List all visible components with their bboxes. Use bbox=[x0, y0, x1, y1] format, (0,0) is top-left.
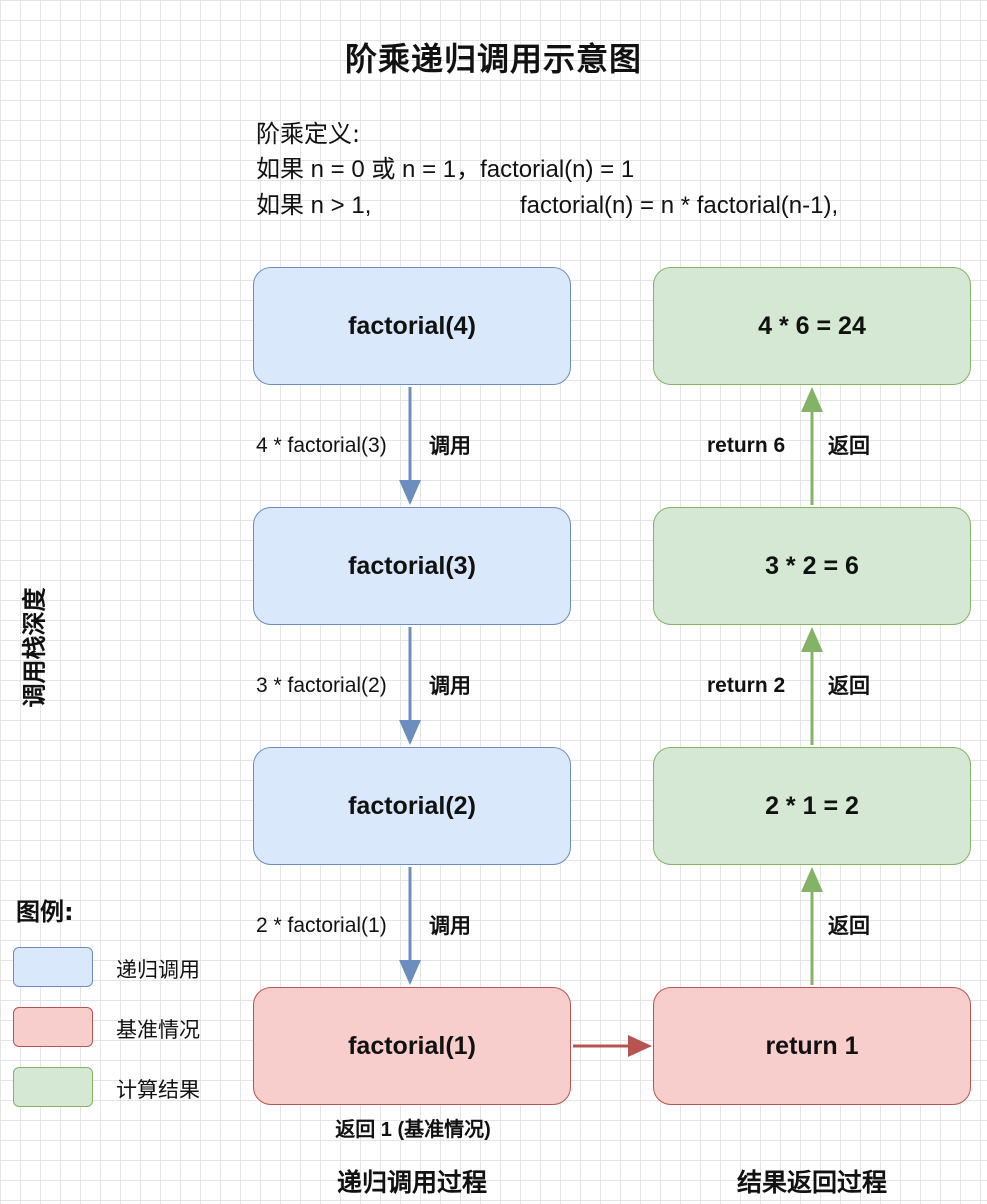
call-arrow bbox=[399, 627, 421, 745]
base-case-node: factorial(1) bbox=[253, 987, 571, 1105]
definition-heading: 阶乘定义: bbox=[256, 120, 361, 148]
base-case-arrow bbox=[573, 1035, 652, 1057]
call-tag-label: 调用 bbox=[429, 914, 471, 938]
definition-line-base: 如果 n = 0 或 n = 1，factorial(n) = 1 bbox=[256, 152, 838, 188]
return-tag-label: 返回 bbox=[828, 434, 870, 458]
recursion-column-caption: 递归调用过程 bbox=[336, 1168, 487, 1197]
legend-swatch-result bbox=[13, 1067, 93, 1107]
legend-swatch-call bbox=[13, 947, 93, 987]
stack-depth-axis-label: 调用栈深度 bbox=[12, 577, 52, 717]
call-tag-label: 调用 bbox=[429, 434, 471, 458]
legend-label-base: 基准情况 bbox=[116, 1018, 200, 1042]
return-arrow bbox=[801, 867, 823, 985]
diagram-title: 阶乘递归调用示意图 bbox=[344, 40, 642, 78]
results-column-caption: 结果返回过程 bbox=[736, 1168, 887, 1197]
call-arrow bbox=[399, 867, 421, 985]
return-tag-label: 返回 bbox=[828, 914, 870, 938]
call-node-factorial-4: factorial(4) bbox=[253, 267, 571, 385]
return-tag-label: 返回 bbox=[828, 674, 870, 698]
factorial-definition: 阶乘定义: 如果 n = 0 或 n = 1，factorial(n) = 1 … bbox=[256, 116, 838, 224]
result-node-6: 3 * 2 = 6 bbox=[653, 507, 971, 625]
call-expression-label: 2 * factorial(1) bbox=[256, 914, 387, 937]
legend-label-result: 计算结果 bbox=[116, 1078, 200, 1102]
definition-base-condition: 如果 n = 0 或 n = 1， bbox=[256, 156, 481, 183]
call-tag-label: 调用 bbox=[429, 674, 471, 698]
return-arrow bbox=[801, 387, 823, 505]
definition-recursive-result: factorial(n) = n * factorial(n-1), bbox=[520, 192, 839, 219]
return-value-label: return 2 bbox=[707, 674, 786, 697]
call-node-factorial-3: factorial(3) bbox=[253, 507, 571, 625]
definition-recursive-condition: 如果 n > 1, bbox=[256, 192, 372, 219]
base-case-note: 返回 1 (基准情况) bbox=[335, 1119, 491, 1141]
return-value-label: return 6 bbox=[707, 434, 786, 457]
definition-line-recursive: 如果 n > 1, factorial(n) = n * factorial(n-… bbox=[256, 188, 838, 224]
call-node-factorial-2: factorial(2) bbox=[253, 747, 571, 865]
return-arrow bbox=[801, 627, 823, 745]
legend-title: 图例: bbox=[16, 898, 74, 926]
stack-depth-axis-text: 调用栈深度 bbox=[20, 587, 49, 707]
call-expression-label: 4 * factorial(3) bbox=[256, 434, 387, 457]
definition-base-result: factorial(n) = 1 bbox=[480, 156, 635, 183]
legend-swatch-base bbox=[13, 1007, 93, 1047]
return-base-node: return 1 bbox=[653, 987, 971, 1105]
call-arrow bbox=[399, 387, 421, 505]
legend-label-call: 递归调用 bbox=[116, 958, 200, 982]
result-node-24: 4 * 6 = 24 bbox=[653, 267, 971, 385]
result-node-2: 2 * 1 = 2 bbox=[653, 747, 971, 865]
call-expression-label: 3 * factorial(2) bbox=[256, 674, 387, 697]
